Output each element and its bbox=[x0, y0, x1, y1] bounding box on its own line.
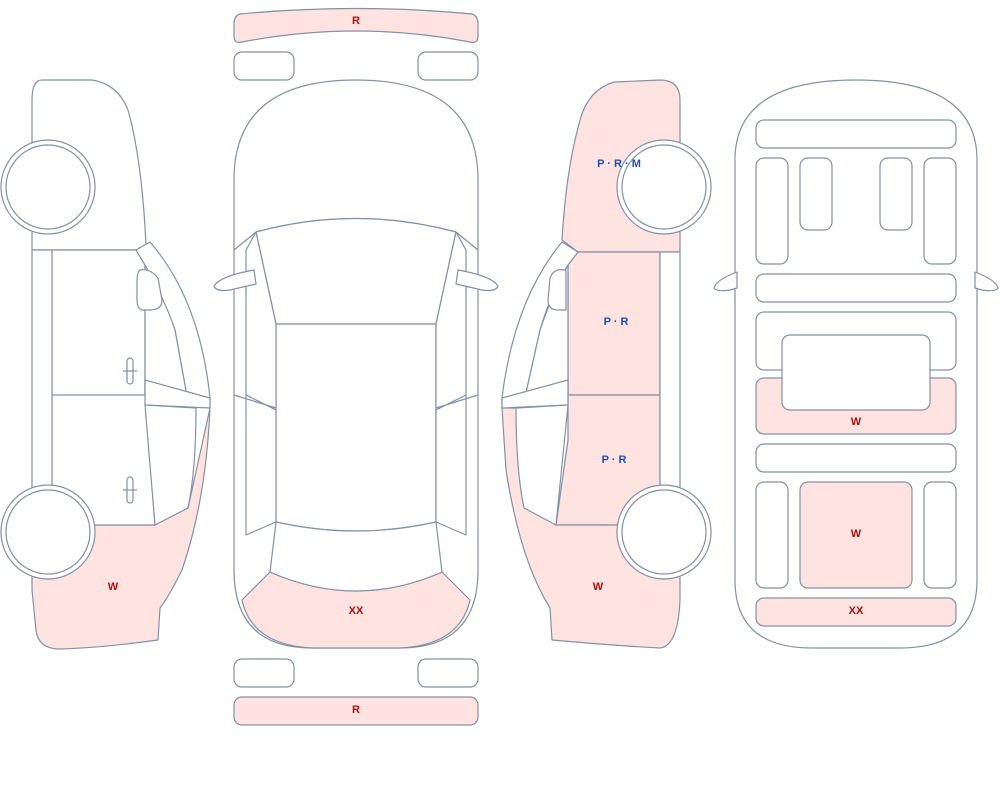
right-side-view: P · R · M P · R P · R W bbox=[501, 79, 712, 649]
top-right-mirror[interactable] bbox=[455, 269, 499, 292]
interior-rear-panel[interactable]: XX bbox=[755, 597, 957, 627]
right-front-door-code: P · R bbox=[604, 316, 629, 328]
front-left-light[interactable] bbox=[233, 51, 295, 81]
cargo-area-code: W bbox=[851, 528, 862, 540]
rear-right-light[interactable] bbox=[417, 658, 479, 688]
rear-bumper-code: R bbox=[352, 704, 360, 716]
interior-right-mirror[interactable] bbox=[974, 271, 999, 292]
right-rear-quarter[interactable] bbox=[501, 407, 681, 649]
sunroof[interactable] bbox=[781, 334, 931, 411]
rear-shelf[interactable] bbox=[755, 443, 957, 473]
left-mirror[interactable] bbox=[136, 269, 163, 311]
top-left-mirror[interactable] bbox=[213, 269, 257, 292]
rear-bumper-panel[interactable]: R bbox=[233, 696, 479, 726]
front-right-door-trim[interactable] bbox=[923, 157, 957, 265]
cargo-area-panel[interactable]: W bbox=[799, 481, 913, 589]
interior-view: W W XX bbox=[713, 79, 999, 649]
front-left-seat[interactable] bbox=[799, 157, 833, 231]
right-mirror[interactable] bbox=[547, 269, 567, 311]
rear-right-trim[interactable] bbox=[923, 481, 957, 589]
left-rear-glass[interactable] bbox=[144, 404, 197, 526]
rear-left-trim[interactable] bbox=[755, 481, 789, 589]
left-side-view: W bbox=[0, 79, 211, 650]
center-console[interactable] bbox=[755, 273, 957, 303]
interior-rear-panel-code: XX bbox=[849, 605, 864, 617]
rear-seat-code: W bbox=[851, 416, 862, 428]
top-trunk-code: XX bbox=[349, 605, 364, 617]
front-right-light[interactable] bbox=[417, 51, 479, 81]
right-rear-glass[interactable] bbox=[515, 404, 569, 526]
front-left-door-trim[interactable] bbox=[755, 157, 789, 265]
top-view: XX bbox=[213, 79, 499, 649]
right-rear-quarter-code: W bbox=[593, 581, 604, 593]
front-right-seat[interactable] bbox=[879, 157, 913, 231]
left-rear-quarter-code: W bbox=[108, 581, 119, 593]
dashboard[interactable] bbox=[755, 119, 957, 149]
interior-left-mirror[interactable] bbox=[713, 271, 738, 292]
front-bumper-code: R bbox=[352, 15, 360, 27]
left-rear-quarter[interactable] bbox=[31, 407, 211, 650]
rear-left-light[interactable] bbox=[233, 658, 295, 688]
front-bumper-panel[interactable]: R bbox=[233, 7, 479, 43]
right-rear-door-code: P · R bbox=[602, 454, 627, 466]
right-front-fender-code: P · R · M bbox=[597, 158, 641, 170]
